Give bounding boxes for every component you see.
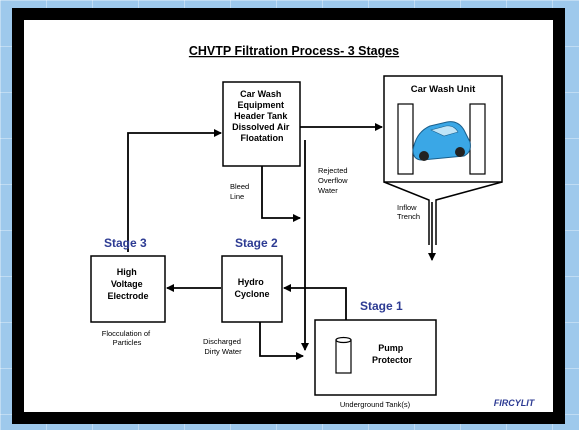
hydro-cyclone-box [221, 255, 283, 323]
arrow-electrode-to-header [127, 129, 222, 252]
stage1-label: Stage 1 [360, 299, 403, 313]
diagram-title: CHVTP Filtration Process- 3 Stages [189, 44, 399, 58]
inflow-funnel [383, 181, 503, 245]
pump-cylinder-top [335, 336, 352, 344]
stage3-label: Stage 3 [104, 236, 147, 250]
wash-brush-left [397, 103, 414, 175]
bleed-line-label: Bleed Line [230, 182, 251, 201]
hv-electrode-label: High Voltage Electrode [107, 267, 148, 301]
filtration-diagram: CHVTP Filtration Process- 3 Stages Car W… [90, 44, 536, 409]
flocculation-label: Flocculation of Particles [102, 329, 152, 347]
rejected-overflow-label: Rejected Overflow Water [318, 166, 350, 195]
stage2-label: Stage 2 [235, 236, 278, 250]
underground-tank-box [314, 319, 437, 396]
diagram-area: CHVTP Filtration Process- 3 Stages Car W… [24, 20, 553, 412]
header-tank-label: Car Wash Equipment Header Tank Dissolved… [232, 89, 292, 143]
bleed-line-arrow [261, 166, 301, 222]
hv-electrode-box [90, 255, 166, 323]
car-icon [412, 121, 471, 161]
discharged-arrow [259, 322, 304, 360]
car-wash-unit-label: Car Wash Unit [411, 84, 476, 95]
pump-protector-label: Pump Protector [372, 343, 413, 365]
header-tank-box [222, 81, 301, 167]
hydro-cyclone-label: Hydro Cyclone [234, 277, 269, 299]
inflow-trench-label: Inflow Trench [397, 203, 420, 221]
slide-frame: CHVTP Filtration Process- 3 Stages Car W… [12, 8, 565, 424]
pump-cylinder [335, 339, 352, 374]
underground-tank-label: Underground Tank(s) [340, 400, 411, 409]
wash-brush-right [469, 103, 486, 175]
discharged-label: Discharged Dirty Water [203, 337, 243, 356]
company-logo: FIRCYLIT [494, 398, 536, 408]
